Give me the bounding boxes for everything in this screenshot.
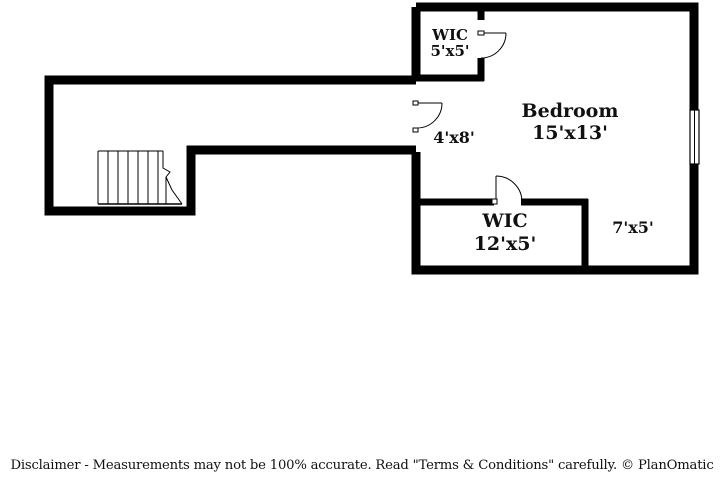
window [689, 109, 700, 165]
room-size-wic-small: 5'x5' [430, 42, 469, 60]
room-size-hall: 4'x8' [433, 128, 475, 147]
exterior-walls [44, 2, 699, 275]
wic-small-door [477, 30, 507, 59]
room-name-wic-small: WIC [431, 26, 468, 44]
wic-large-door [491, 175, 523, 205]
floor-plan: WIC 5'x5' 4'x8' Bedroom 15'x13' WIC 12'x… [44, 2, 700, 275]
wic-small-walls [416, 7, 485, 82]
room-size-wic-large: 12'x5' [474, 233, 537, 255]
wic-large-walls [416, 198, 589, 270]
room-size-bedroom: 15'x13' [532, 122, 608, 144]
wall-outline-main [411, 2, 699, 275]
room-name-bedroom: Bedroom [522, 100, 619, 122]
room-size-nook: 7'x5' [612, 218, 654, 237]
wall-corridor [44, 75, 416, 216]
hall-door [411, 100, 443, 138]
room-name-wic-large: WIC [481, 210, 527, 232]
stairs [97, 150, 183, 205]
disclaimer-text: Disclaimer - Measurements may not be 100… [10, 458, 714, 473]
